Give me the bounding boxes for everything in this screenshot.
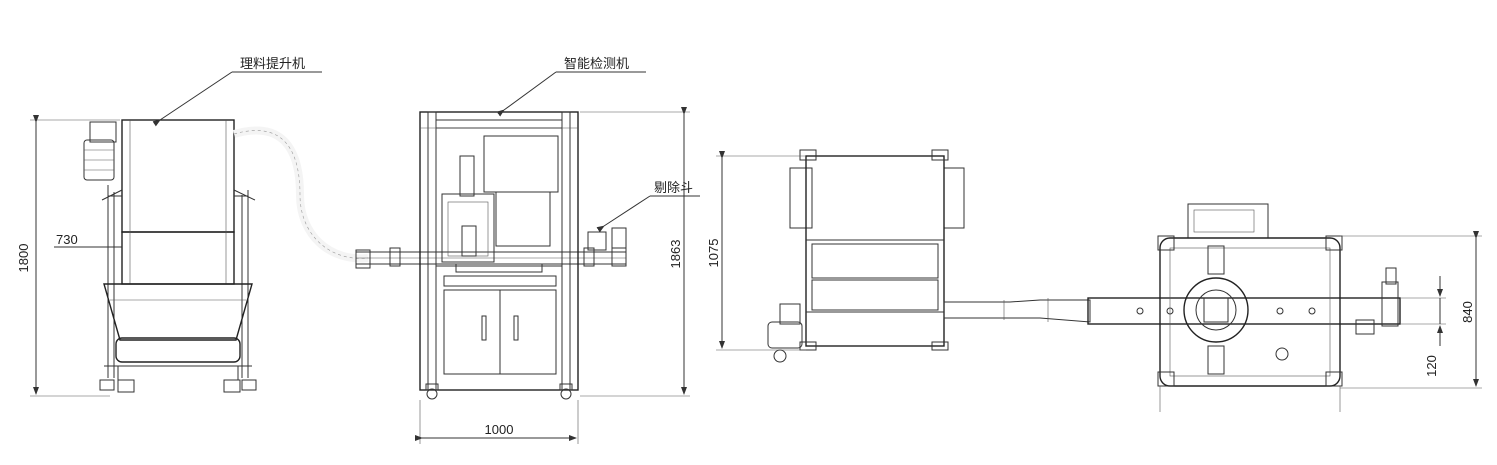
dim-overall-height: 1800 (16, 244, 31, 273)
hoist-front-view (83, 119, 369, 393)
label-hoist-callout: 理料提升机 (152, 56, 322, 127)
label-reject-bin: 剔除斗 (654, 181, 693, 196)
dim-top-view-depth: 1075 (706, 239, 721, 268)
label-hoist: 理料提升机 (240, 56, 305, 72)
inspector-front-view (355, 111, 627, 400)
dim-conveyor-offset: 120 (1424, 355, 1439, 377)
top-view (767, 149, 1401, 387)
dim-inspector-height: 1863 (668, 240, 683, 269)
dim-conveyor-span: 840 (1460, 301, 1475, 323)
label-reject-bin-callout: 剔除斗 (596, 181, 700, 233)
dim-inspector-width: 1000 (485, 422, 514, 437)
label-inspector-callout: 智能检测机 (496, 57, 646, 117)
label-inspector: 智能检测机 (564, 57, 629, 72)
dim-hopper-width: 730 (56, 232, 78, 247)
